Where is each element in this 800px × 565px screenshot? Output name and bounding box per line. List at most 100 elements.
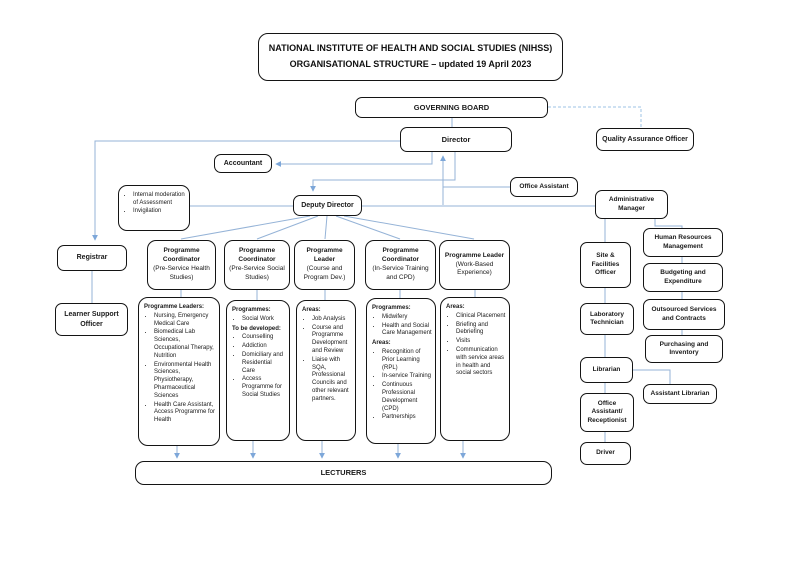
office-assistant-receptionist-box: Office Assistant/ Receptionist <box>580 393 634 432</box>
section-list: Counselling Addiction Domiciliary and Re… <box>232 334 286 399</box>
section-list: Social Work <box>232 316 286 324</box>
bullet-item: Health Care Assistant, Access Programme … <box>154 402 216 425</box>
deputy-director-box: Deputy Director <box>293 195 362 216</box>
quality-assurance-officer-label: Quality Assurance Officer <box>602 135 688 143</box>
bullet-item: Social Work <box>242 316 286 324</box>
programme-subtitle: (Work-Based Experience) <box>455 260 494 277</box>
programme-header-course-dev: Programme Leader (Course and Program Dev… <box>294 240 355 290</box>
human-resources-management-box: Human Resources Management <box>643 228 723 257</box>
human-resources-management-label: Human Resources Management <box>654 234 712 250</box>
bullet-item: Course and Programme Development and Rev… <box>312 325 352 356</box>
section-list: Nursing, Emergency Medical Care Biomedic… <box>144 313 216 425</box>
programme-title: Programme Leader <box>444 251 505 259</box>
office-assistant-label: Office Assistant <box>519 182 569 190</box>
driver-box: Driver <box>580 442 631 465</box>
bullet-item: Health and Social Care Management <box>382 323 432 339</box>
budgeting-expenditure-box: Budgeting and Expenditure <box>643 263 723 292</box>
bullet-item: Visits <box>456 338 506 346</box>
programme-header-pre-service-social: Programme Coordinator (Pre-Service Socia… <box>224 240 290 290</box>
governing-board-box: GOVERNING BOARD <box>355 97 548 118</box>
purchasing-inventory-box: Purchasing and Inventory <box>645 335 723 363</box>
outsourced-services-box: Outsourced Services and Contracts <box>643 299 725 330</box>
programme-title: Programme Leader <box>306 247 343 264</box>
bullet-item: Access Programme for Social Studies <box>242 376 286 399</box>
bullet-item: Midwifery <box>382 314 432 322</box>
section-list: Recognition of Prior Learning (RPL) In-s… <box>372 349 432 422</box>
accountant-label: Accountant <box>223 159 263 167</box>
administrative-manager-box: Administrative Manager <box>595 190 668 219</box>
registrar-box: Registrar <box>57 245 127 271</box>
section-heading: Programmes: <box>372 305 411 311</box>
administrative-manager-label: Administrative Manager <box>608 196 655 212</box>
bullet-item: Counselling <box>242 334 286 342</box>
bullet-item: Liaise with SQA, Professional Councils a… <box>312 357 352 404</box>
detail-pre-service-social: Programmes: Social Work To be developed:… <box>226 300 290 441</box>
programme-header-pre-service-health: Programme Coordinator (Pre-Service Healt… <box>147 240 216 290</box>
site-facilities-officer-box: Site & Facilities Officer <box>580 242 631 288</box>
assistant-librarian-box: Assistant Librarian <box>643 384 717 404</box>
lecturers-label: LECTURERS <box>320 468 367 478</box>
bullet-item: Nursing, Emergency Medical Care <box>154 313 216 329</box>
bullet-item: Job Analysis <box>312 316 352 324</box>
programme-title: Programme Coordinator <box>162 247 201 264</box>
bullet-item: Clinical Placement <box>456 313 506 321</box>
laboratory-technician-box: Laboratory Technician <box>580 303 634 335</box>
programme-subtitle: (Course and Program Dev.) <box>303 265 346 281</box>
bullet-item: Domiciliary and Residential Care <box>242 352 286 375</box>
programme-header-work-based: Programme Leader (Work-Based Experience) <box>439 240 510 290</box>
bullet-item: Recognition of Prior Learning (RPL) <box>382 349 432 372</box>
section-list: Midwifery Health and Social Care Managem… <box>372 314 432 338</box>
programme-title: Programme Coordinator <box>238 247 276 264</box>
detail-work-based: Areas: Clinical Placement Briefing and D… <box>440 297 510 441</box>
moderation-note-box: Internal moderation of Assessment Invigi… <box>118 185 190 231</box>
section-heading: Areas: <box>302 307 321 313</box>
accountant-box: Accountant <box>214 154 272 173</box>
driver-label: Driver <box>596 449 615 457</box>
bullet-item: Communication with service areas in heal… <box>456 347 506 378</box>
bullet-item: In-service Training <box>382 373 432 381</box>
bullet-item: Environmental Health Sciences, Physiothe… <box>154 362 216 401</box>
learner-support-officer-box: Learner Support Officer <box>55 303 128 336</box>
deputy-director-label: Deputy Director <box>301 201 354 209</box>
chart-title-box: NATIONAL INSTITUTE OF HEALTH AND SOCIAL … <box>258 33 563 81</box>
section-heading: To be developed: <box>232 325 281 332</box>
laboratory-technician-label: Laboratory Technician <box>590 310 624 326</box>
office-assistant-receptionist-label: Office Assistant/ Receptionist <box>587 399 627 424</box>
bullet-item: Biomedical Lab Sciences, Occupational Th… <box>154 329 216 360</box>
governing-board-label: GOVERNING BOARD <box>413 102 490 112</box>
lecturers-box: LECTURERS <box>135 461 552 485</box>
programme-subtitle: (In-Service Training and CPD) <box>372 265 429 281</box>
librarian-label: Librarian <box>592 365 621 373</box>
outsourced-services-label: Outsourced Services and Contracts <box>651 306 717 322</box>
quality-assurance-officer-box: Quality Assurance Officer <box>596 128 694 151</box>
moderation-note-list: Internal moderation of Assessment Invigi… <box>123 191 186 215</box>
programme-title: Programme Coordinator <box>381 247 420 264</box>
bullet-item: Addiction <box>242 343 286 351</box>
section-heading: Programmes: <box>232 307 271 313</box>
moderation-item: Internal moderation of Assessment <box>133 191 186 207</box>
programme-header-in-service: Programme Coordinator (In-Service Traini… <box>365 240 436 290</box>
assistant-librarian-label: Assistant Librarian <box>650 389 710 397</box>
moderation-item: Invigilation <box>133 207 186 215</box>
librarian-box: Librarian <box>580 357 633 383</box>
section-heading: Areas: <box>372 340 391 347</box>
office-assistant-box: Office Assistant <box>510 177 578 197</box>
purchasing-inventory-label: Purchasing and Inventory <box>659 340 709 356</box>
section-list: Job Analysis Course and Programme Develo… <box>302 316 352 404</box>
detail-pre-service-health: Programme Leaders: Nursing, Emergency Me… <box>138 297 220 446</box>
section-heading: Areas: <box>446 304 465 310</box>
bullet-item: Partnerships <box>382 414 432 422</box>
section-list: Clinical Placement Briefing and Debriefi… <box>446 313 506 378</box>
section-heading: Programme Leaders: <box>144 304 205 310</box>
site-facilities-officer-label: Site & Facilities Officer <box>591 252 620 277</box>
chart-title-line2: ORGANISATIONAL STRUCTURE – updated 19 Ap… <box>289 59 532 69</box>
director-box: Director <box>400 127 512 152</box>
learner-support-officer-label: Learner Support Officer <box>64 311 119 328</box>
budgeting-expenditure-label: Budgeting and Expenditure <box>660 269 706 285</box>
chart-title-line1: NATIONAL INSTITUTE OF HEALTH AND SOCIAL … <box>268 43 553 54</box>
detail-in-service: Programmes: Midwifery Health and Social … <box>366 298 436 444</box>
bullet-item: Briefing and Debriefing <box>456 322 506 338</box>
programme-subtitle: (Pre-Service Social Studies) <box>229 265 285 281</box>
